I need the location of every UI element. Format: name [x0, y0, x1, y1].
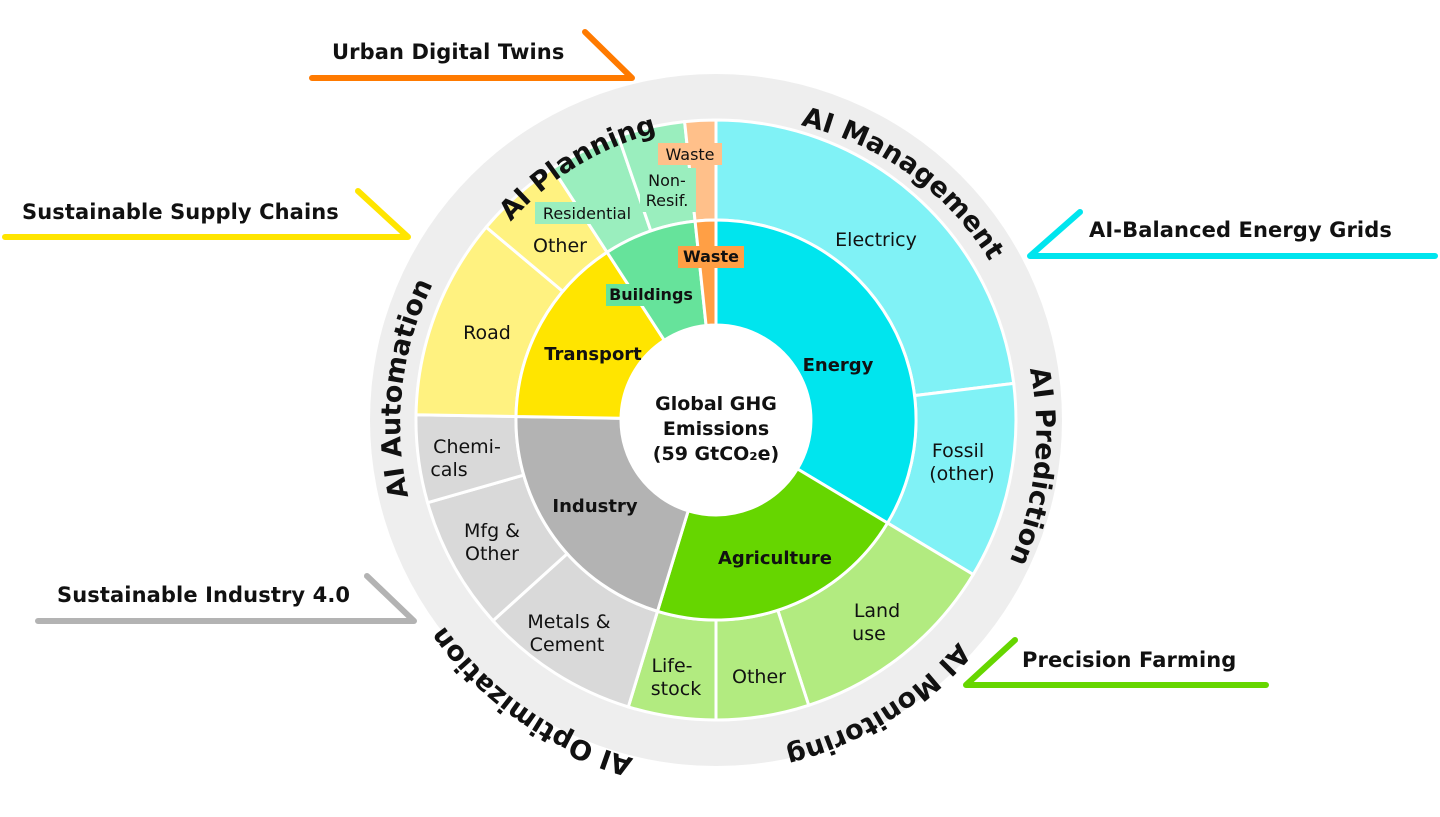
label-fossil-1: Fossil — [932, 440, 984, 462]
label-transport-other: Other — [533, 235, 587, 257]
label-chem-1: Chemi- — [433, 436, 501, 458]
callout-line-farming — [963, 637, 1269, 688]
label-nonres-1: Non- — [648, 171, 686, 190]
label-nonres-2: Resif. — [646, 191, 689, 210]
label-energy: Energy — [803, 355, 874, 376]
label-agriculture: Agriculture — [718, 548, 832, 569]
label-transport: Transport — [544, 344, 642, 365]
callout-sustainable-industry: Sustainable Industry 4.0 — [57, 583, 351, 607]
label-bg-non-residential — [640, 168, 696, 212]
label-metals-2: Cement — [530, 634, 605, 656]
callout-ai-balanced-energy-grids: AI-Balanced Energy Grids — [1089, 218, 1392, 242]
label-mfg-2: Other — [465, 543, 519, 565]
label-residential: Residential — [543, 204, 631, 223]
outer-ring — [414, 118, 1018, 722]
center-line-1: Global GHG — [655, 393, 777, 415]
center-line-3: (59 GtCO₂e) — [653, 443, 779, 465]
label-bg-waste-outer — [658, 143, 722, 165]
label-bg-buildings — [606, 284, 696, 306]
label-waste-outer: Waste — [665, 145, 714, 164]
label-land-1: Land — [854, 600, 900, 622]
label-mfg-1: Mfg & — [464, 520, 520, 542]
label-land-2: use — [852, 623, 886, 645]
label-electricity: Electricy — [835, 229, 917, 251]
label-agri-other: Other — [732, 666, 786, 688]
label-livestock-1: Life- — [651, 655, 692, 677]
callout-precision-farming: Precision Farming — [1022, 648, 1237, 672]
center-line-2: Emissions — [663, 418, 769, 440]
label-industry: Industry — [552, 496, 637, 517]
label-metals-1: Metals & — [527, 611, 610, 633]
label-livestock-2: stock — [651, 678, 701, 700]
label-chem-2: cals — [430, 459, 467, 481]
label-buildings: Buildings — [609, 285, 693, 304]
callout-sustainable-supply-chains: Sustainable Supply Chains — [22, 200, 339, 224]
label-fossil-2: (other) — [929, 463, 994, 485]
center-label: Global GHG Emissions (59 GtCO₂e) — [653, 393, 779, 465]
label-bg-residential — [535, 202, 639, 224]
callout-line-industry — [35, 573, 417, 624]
callout-line-supply — [2, 188, 411, 240]
center-hole — [621, 325, 811, 515]
callout-line-grids — [1027, 209, 1438, 259]
callout-line-urban — [309, 29, 635, 81]
callout-urban-digital-twins: Urban Digital Twins — [332, 40, 565, 64]
label-waste: Waste — [683, 247, 739, 266]
label-bg-waste — [678, 246, 744, 268]
label-road: Road — [463, 322, 511, 344]
